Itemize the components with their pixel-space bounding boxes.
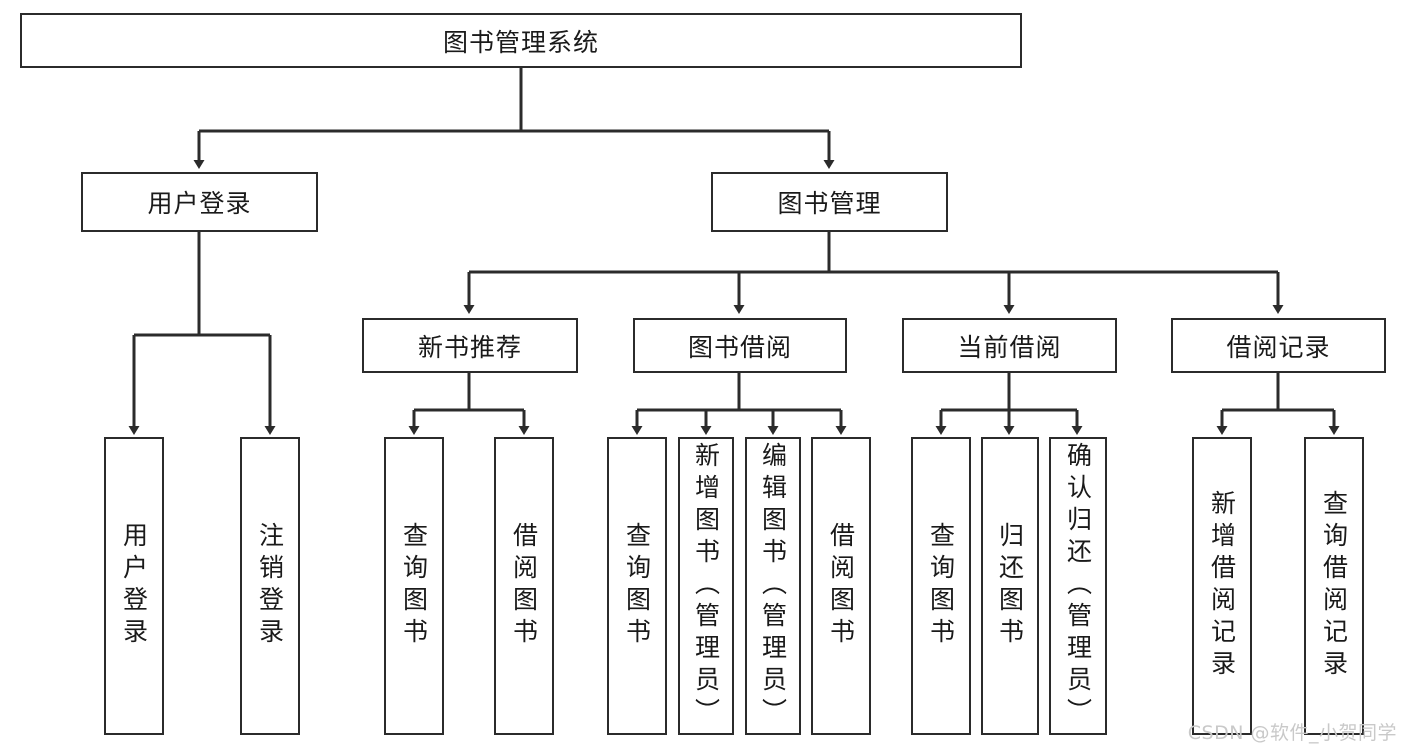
node-current-borrow-label: 当前借阅 (957, 332, 1062, 362)
node-leaf-borrow-book-2[interactable]: 借阅图书 (811, 437, 871, 735)
node-book-manage[interactable]: 图书管理 (711, 172, 948, 232)
node-leaf-user-login[interactable]: 用户登录 (104, 437, 164, 735)
node-leaf-query-book-1[interactable]: 查询图书 (384, 437, 444, 735)
node-leaf-confirm-return-label: 确认归还（管理员） (1063, 442, 1093, 730)
node-leaf-borrow-book-1-label: 借阅图书 (509, 522, 539, 650)
node-book-manage-label: 图书管理 (777, 189, 882, 218)
node-new-book-recommend[interactable]: 新书推荐 (362, 318, 578, 373)
node-leaf-add-book[interactable]: 新增图书（管理员） (678, 437, 734, 735)
node-book-borrow[interactable]: 图书借阅 (633, 318, 847, 373)
watermark-text: CSDN @软件_小贺同学 (1187, 722, 1397, 744)
node-leaf-borrow-book-1[interactable]: 借阅图书 (494, 437, 554, 735)
node-borrow-record[interactable]: 借阅记录 (1171, 318, 1386, 373)
node-leaf-query-record-label: 查询借阅记录 (1319, 490, 1349, 682)
node-leaf-query-book-2[interactable]: 查询图书 (607, 437, 667, 735)
node-leaf-user-login-label: 用户登录 (119, 522, 149, 650)
node-leaf-logout-label: 注销登录 (255, 522, 285, 650)
node-root[interactable]: 图书管理系统 (20, 13, 1022, 68)
node-leaf-query-book-3-label: 查询图书 (926, 522, 956, 650)
node-leaf-logout[interactable]: 注销登录 (240, 437, 300, 735)
node-user-login-label: 用户登录 (147, 189, 252, 218)
node-root-label: 图书管理系统 (442, 27, 599, 57)
node-leaf-confirm-return[interactable]: 确认归还（管理员） (1049, 437, 1107, 735)
node-leaf-edit-book[interactable]: 编辑图书（管理员） (745, 437, 801, 735)
node-leaf-return-book-label: 归还图书 (995, 522, 1025, 650)
node-book-borrow-label: 图书借阅 (687, 332, 792, 362)
node-new-book-recommend-label: 新书推荐 (417, 332, 522, 362)
node-leaf-query-book-3[interactable]: 查询图书 (911, 437, 971, 735)
node-leaf-add-book-label: 新增图书（管理员） (691, 442, 721, 730)
node-leaf-query-record[interactable]: 查询借阅记录 (1304, 437, 1364, 735)
node-leaf-edit-book-label: 编辑图书（管理员） (758, 442, 788, 730)
node-current-borrow[interactable]: 当前借阅 (902, 318, 1117, 373)
node-leaf-query-book-1-label: 查询图书 (399, 522, 429, 650)
node-borrow-record-label: 借阅记录 (1226, 332, 1331, 362)
node-leaf-query-book-2-label: 查询图书 (622, 522, 652, 650)
node-leaf-return-book[interactable]: 归还图书 (981, 437, 1039, 735)
node-leaf-add-record[interactable]: 新增借阅记录 (1192, 437, 1252, 735)
node-leaf-add-record-label: 新增借阅记录 (1207, 490, 1237, 682)
node-leaf-borrow-book-2-label: 借阅图书 (826, 522, 856, 650)
node-user-login[interactable]: 用户登录 (81, 172, 318, 232)
